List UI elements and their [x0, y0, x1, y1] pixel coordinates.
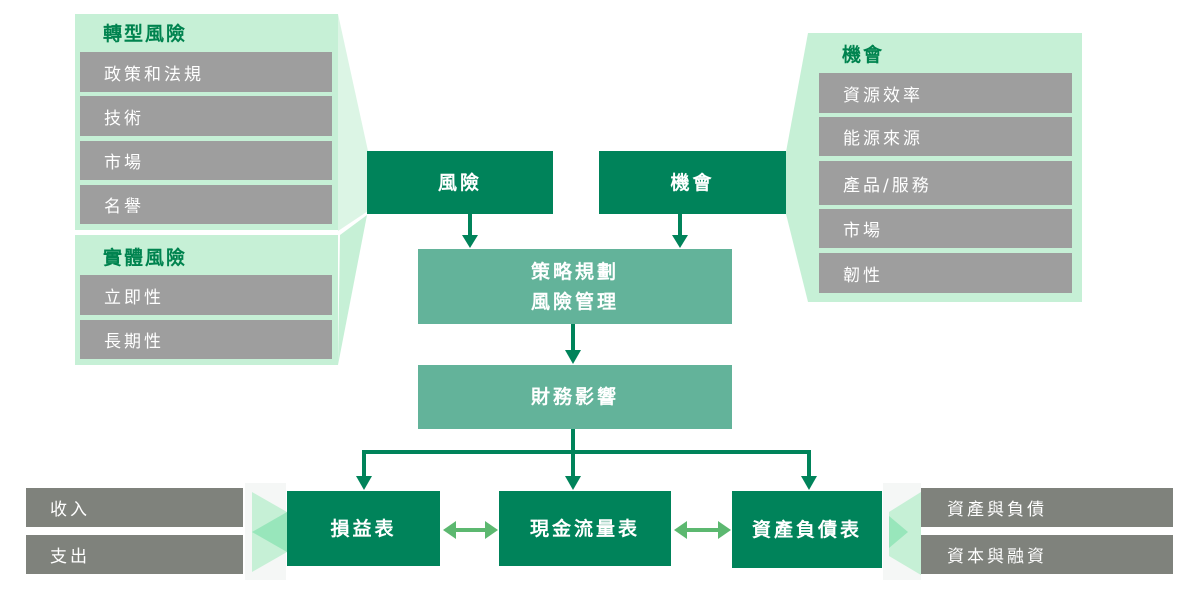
- transition-risk-funnel: [338, 14, 368, 231]
- risk-arrow-head: [462, 235, 478, 248]
- cashflow-arrow-head: [565, 476, 581, 490]
- transition-risk-title: 轉型風險: [103, 23, 188, 45]
- cashflow-balance-arrow-left: [674, 521, 687, 539]
- strategy-arrow-head: [565, 350, 581, 364]
- balance-sheet-node: 資產負債表: [732, 491, 882, 568]
- physical-risk-item-chronic: 長期性: [80, 320, 332, 359]
- cash-flow-statement-node: 現金流量表: [499, 491, 671, 566]
- transition-risk-item-market: 市場: [80, 141, 332, 180]
- opportunity-node: 機會: [599, 151, 786, 214]
- risk-node: 風險: [367, 151, 553, 214]
- opportunity-item-market: 市場: [819, 209, 1072, 248]
- strategy-node-line2: 風險管理: [530, 290, 619, 313]
- balance-decor-shape-bottom: [889, 532, 921, 575]
- cashflow-balance-arrow-right: [718, 521, 731, 539]
- physical-risk-item-acute: 立即性: [80, 275, 332, 315]
- strategy-risk-management-node: 策略規劃 風險管理: [418, 249, 732, 324]
- balance-decor-triangle-center: [889, 516, 908, 548]
- opportunity-item-products-services: 產品/服務: [819, 161, 1072, 205]
- balance-item-assets-liabilities: 資產與負債: [921, 488, 1173, 527]
- income-item-expense: 支出: [26, 535, 243, 574]
- strategy-node-line1: 策略規劃: [530, 260, 619, 283]
- balance-item-capital-financing: 資本與融資: [921, 535, 1173, 574]
- transition-risk-item-reputation: 名譽: [80, 185, 332, 224]
- opportunity-item-resource-efficiency: 資源效率: [819, 73, 1072, 113]
- financial-impact-node: 財務影響: [418, 365, 732, 429]
- opportunity-funnel: [786, 33, 808, 302]
- opportunity-item-resilience: 韌性: [819, 253, 1072, 293]
- opportunity-panel-title: 機會: [842, 44, 885, 66]
- income-statement-node: 損益表: [287, 491, 440, 566]
- physical-risk-funnel: [338, 215, 367, 365]
- transition-risk-item-technology: 技術: [80, 96, 332, 136]
- income-arrow-head: [356, 476, 372, 490]
- opportunity-arrow-head: [672, 235, 688, 248]
- balance-decor-shape-top: [889, 492, 921, 532]
- income-decor-triangle-center: [252, 512, 287, 552]
- income-cashflow-arrow-right: [485, 521, 498, 539]
- income-item-revenue: 收入: [26, 488, 243, 527]
- physical-risk-title: 實體風險: [103, 247, 188, 269]
- opportunity-item-energy-source: 能源來源: [819, 117, 1072, 156]
- income-cashflow-arrow-left: [443, 521, 456, 539]
- balance-arrow-head: [801, 476, 817, 490]
- transition-risk-item-policy: 政策和法規: [80, 52, 332, 92]
